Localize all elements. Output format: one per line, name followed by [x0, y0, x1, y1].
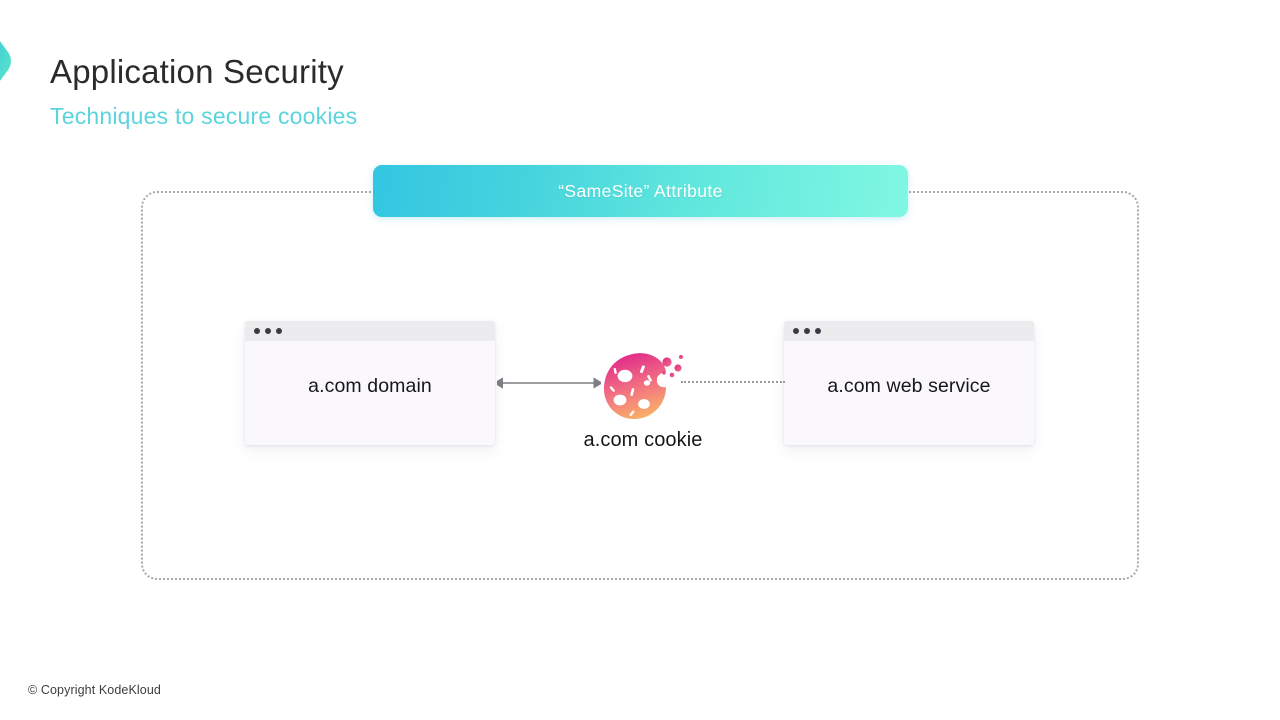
browser-label: a.com domain — [308, 374, 432, 397]
browser-window-a-com-web-service: a.com web service — [784, 321, 1034, 445]
brand-chevron-logo — [0, 12, 32, 110]
connector-domain-to-cookie — [493, 376, 603, 390]
page-title: Application Security — [50, 53, 344, 90]
browser-titlebar — [784, 321, 1034, 341]
window-dot-icon — [276, 328, 282, 334]
window-dot-icon — [265, 328, 271, 334]
browser-window-a-com-domain: a.com domain — [245, 321, 495, 445]
window-dot-icon — [254, 328, 260, 334]
window-dot-icon — [815, 328, 821, 334]
cookie-icon — [595, 348, 691, 428]
connector-cookie-to-web-service — [681, 381, 785, 385]
footer-copyright: © Copyright KodeKloud — [28, 683, 161, 697]
browser-body: a.com web service — [784, 341, 1034, 445]
window-dot-icon — [804, 328, 810, 334]
browser-body: a.com domain — [245, 341, 495, 445]
browser-label: a.com web service — [827, 374, 991, 397]
page-subtitle: Techniques to secure cookies — [50, 102, 358, 129]
window-dot-icon — [793, 328, 799, 334]
slide-header: Application Security Techniques to secur… — [50, 52, 850, 130]
samesite-attribute-banner: “SameSite” Attribute — [373, 165, 908, 217]
cookie-caption: a.com cookie — [583, 429, 703, 451]
browser-titlebar — [245, 321, 495, 341]
banner-label: “SameSite” Attribute — [558, 180, 723, 201]
